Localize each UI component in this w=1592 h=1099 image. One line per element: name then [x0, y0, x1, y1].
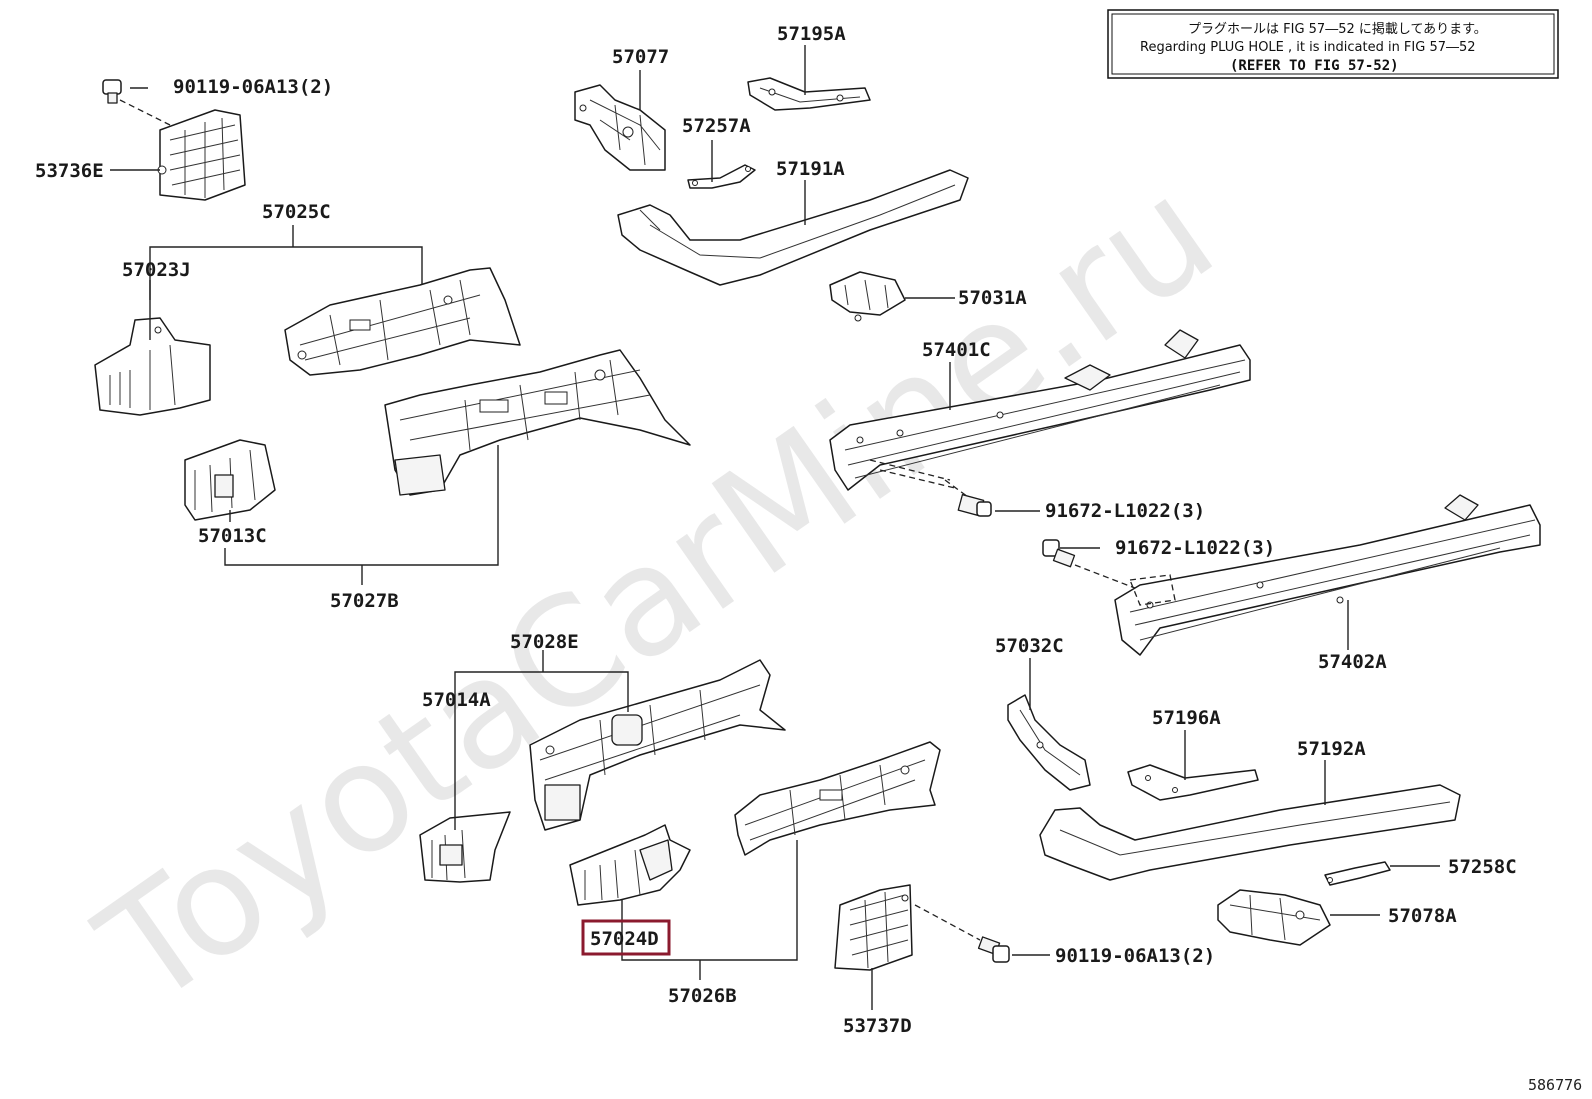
note-jp-text: プラグホールは FIG 57―52 に掲載してあります。 [1188, 21, 1487, 37]
label-57024D[interactable]: 57024D [590, 928, 659, 950]
label-91672-a[interactable]: 91672-L1022(3) [1045, 500, 1205, 522]
bolt-91672-a [944, 479, 1040, 517]
leader-lines [110, 45, 1440, 1010]
bolt-91672-b [1042, 539, 1141, 591]
part-57014A-drawing [419, 811, 511, 883]
label-57191A[interactable]: 57191A [776, 158, 845, 180]
part-57026B-drawing [734, 741, 941, 856]
plug-hole-note: プラグホールは FIG 57―52 に掲載してあります。 Regarding P… [1107, 9, 1559, 79]
part-53737D-drawing [834, 884, 913, 971]
label-57026B[interactable]: 57026B [668, 985, 737, 1007]
label-57014A[interactable]: 57014A [422, 689, 491, 711]
part-labels: 90119-06A13(2) 53736E 57077 57195A 57257… [35, 23, 1517, 1037]
label-57031A[interactable]: 57031A [958, 287, 1027, 309]
label-57077[interactable]: 57077 [612, 46, 669, 68]
label-57195A[interactable]: 57195A [777, 23, 846, 45]
note-ref-text: (REFER TO FIG 57-52) [1230, 58, 1399, 74]
part-57031A-drawing [829, 271, 906, 322]
part-57402A-drawing [1114, 494, 1541, 656]
part-57192A-drawing [1039, 784, 1461, 881]
label-57192A[interactable]: 57192A [1297, 738, 1366, 760]
label-57028E[interactable]: 57028E [510, 631, 579, 653]
part-57196A-drawing [1127, 764, 1259, 801]
label-57257A[interactable]: 57257A [682, 115, 751, 137]
part-57195A-drawing [747, 77, 871, 111]
label-53737D[interactable]: 53737D [843, 1015, 912, 1037]
part-57191A-drawing [617, 169, 969, 286]
label-57013C[interactable]: 57013C [198, 525, 267, 547]
label-90119-bottom[interactable]: 90119-06A13(2) [1055, 945, 1215, 967]
part-57257A-drawing [687, 164, 756, 189]
label-57078A[interactable]: 57078A [1388, 905, 1457, 927]
part-57078A-drawing [1217, 889, 1331, 946]
bolt-90119-top [102, 79, 171, 126]
part-57013C-drawing [184, 439, 276, 521]
label-91672-b[interactable]: 91672-L1022(3) [1115, 537, 1275, 559]
highlight-box-57024D [581, 919, 671, 956]
part-57025C-drawing [284, 267, 521, 376]
label-57401C[interactable]: 57401C [922, 339, 991, 361]
part-57032C-drawing [1007, 694, 1091, 791]
part-57027B-assembly-drawing [384, 349, 691, 496]
label-57027B[interactable]: 57027B [330, 590, 399, 612]
part-57028E-drawing [529, 659, 786, 831]
part-57401C-drawing [829, 329, 1251, 491]
label-57023J[interactable]: 57023J [122, 259, 191, 281]
figure-id: 586776 [1528, 1076, 1582, 1094]
label-57025C[interactable]: 57025C [262, 201, 331, 223]
label-53736E[interactable]: 53736E [35, 160, 104, 182]
watermark: ToyotaCarMine.ru [70, 145, 1244, 1040]
label-57196A[interactable]: 57196A [1152, 707, 1221, 729]
part-53736E-drawing [157, 109, 246, 201]
label-57402A[interactable]: 57402A [1318, 651, 1387, 673]
part-57024D-drawing [569, 824, 691, 906]
label-57032C[interactable]: 57032C [995, 635, 1064, 657]
part-57023J-drawing [94, 317, 211, 416]
label-57258C[interactable]: 57258C [1448, 856, 1517, 878]
bolt-90119-bottom [914, 904, 1050, 963]
label-90119-top[interactable]: 90119-06A13(2) [173, 76, 333, 98]
note-en-text: Regarding PLUG HOLE , it is indicated in… [1140, 40, 1476, 55]
part-57258C-drawing [1324, 861, 1391, 886]
part-57077-drawing [574, 84, 666, 171]
